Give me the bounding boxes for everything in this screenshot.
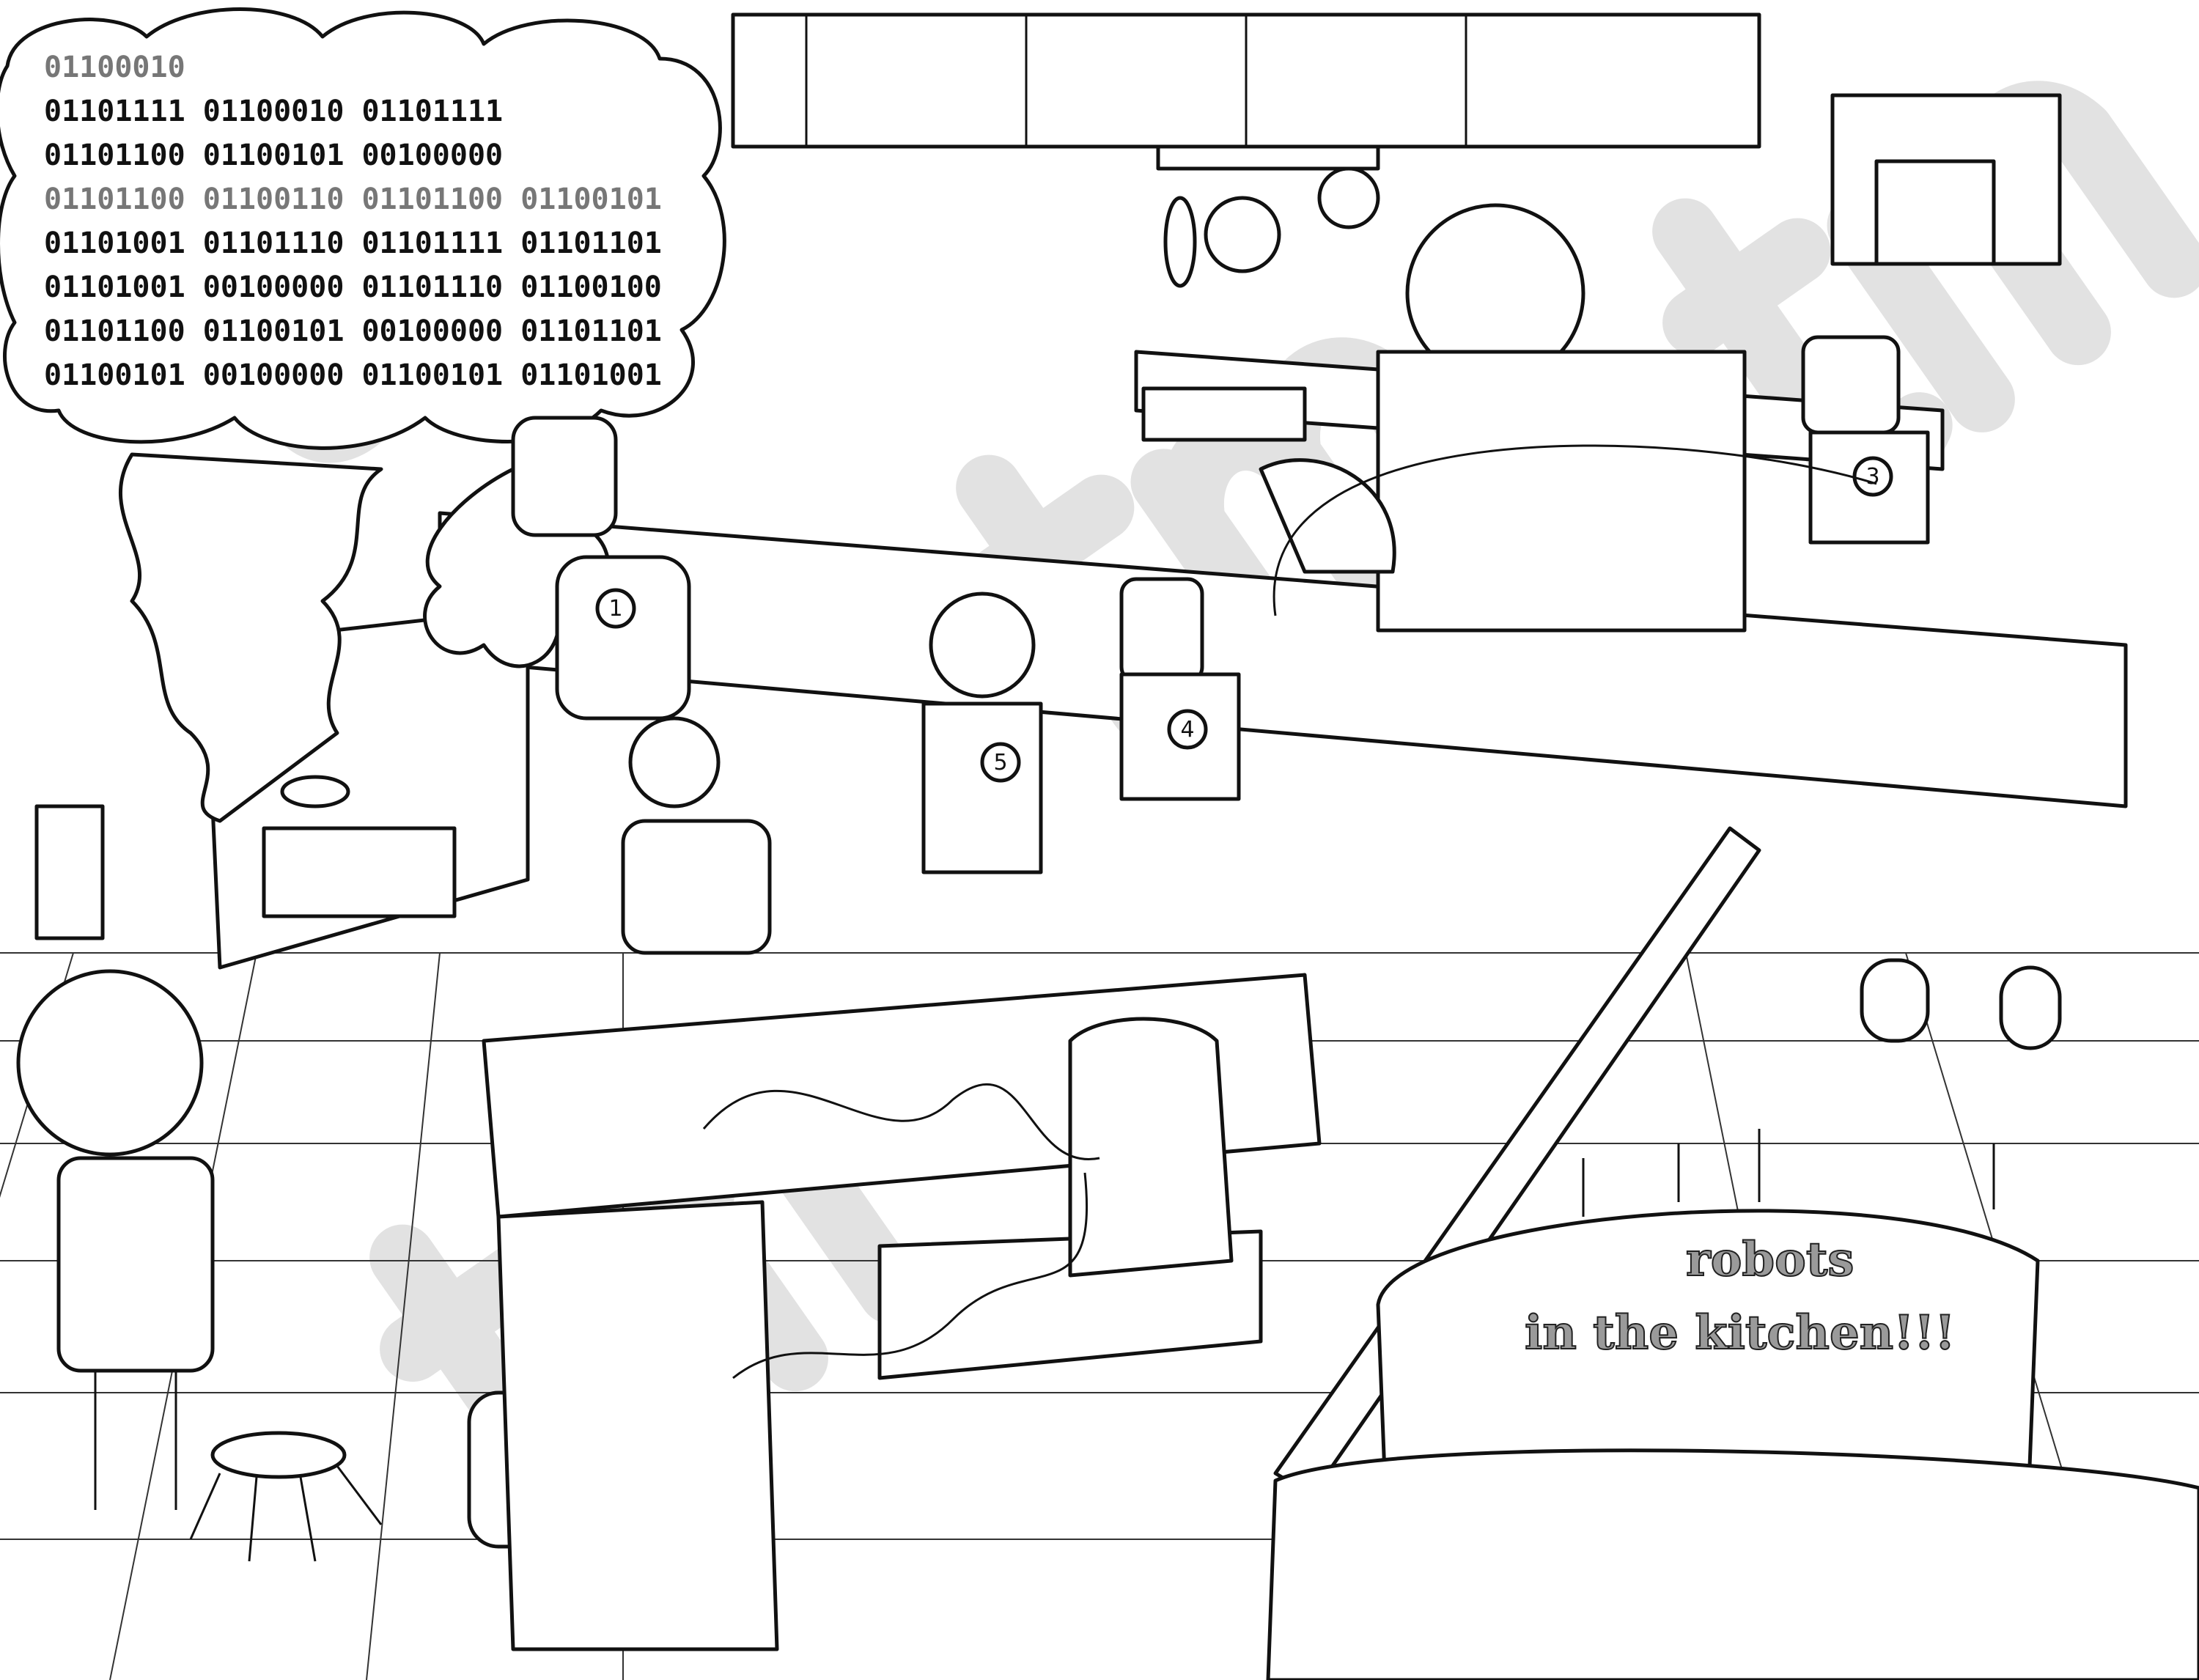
kitchen-island	[482, 973, 1322, 1651]
binary-line: 01101100 01100101 00100000 01101101	[44, 314, 662, 348]
robot-4: 4	[1119, 577, 1241, 801]
big-chef-robot	[1259, 203, 1747, 633]
robot-number: 4	[1180, 717, 1194, 743]
binary-line: 01101111 01100010 01101111	[44, 95, 503, 128]
birthday-cake	[1266, 1129, 2199, 1680]
hoses	[702, 444, 1877, 1379]
robot-5: 5	[921, 592, 1043, 874]
pot-rack	[1156, 144, 1380, 288]
cake-title-line2: in the kitchen!!!	[1525, 1305, 1955, 1360]
binary-line: 01101001 00100000 01101110 01100100	[44, 270, 662, 304]
microwave	[1830, 93, 2062, 266]
binary-line: 01101001 01101110 01101111 01101101	[44, 226, 662, 260]
scared-robot-left	[16, 969, 215, 1510]
binary-line: 01100101 00100000 01100101 01101001	[44, 358, 662, 392]
robot-egg-beater	[621, 716, 772, 955]
binary-line: 01101100 01100110 01101100 01100101	[44, 183, 662, 216]
smoke-clouds	[0, 7, 726, 823]
robot-number: 1	[608, 596, 622, 622]
robot-number: 3	[1865, 464, 1879, 490]
binary-line: 01101100 01100101 00100000	[44, 139, 503, 172]
binary-line: 01100010	[44, 51, 185, 84]
cake-title-line1: robots	[1686, 1232, 1854, 1287]
small-walker-robots	[1860, 958, 2062, 1050]
cake-inscription: robots in the kitchen!!!	[1524, 1231, 1956, 1361]
robot-1-panicking: 1	[511, 416, 691, 721]
upper-cabinets	[731, 12, 1761, 149]
thought-cloud-text: 01100010 01101111 01100010 01101111 0110…	[44, 51, 662, 392]
broken-plate	[189, 1431, 383, 1562]
robot-number: 5	[993, 750, 1007, 775]
towel	[34, 804, 105, 940]
robot-3: 3	[1801, 335, 1930, 545]
